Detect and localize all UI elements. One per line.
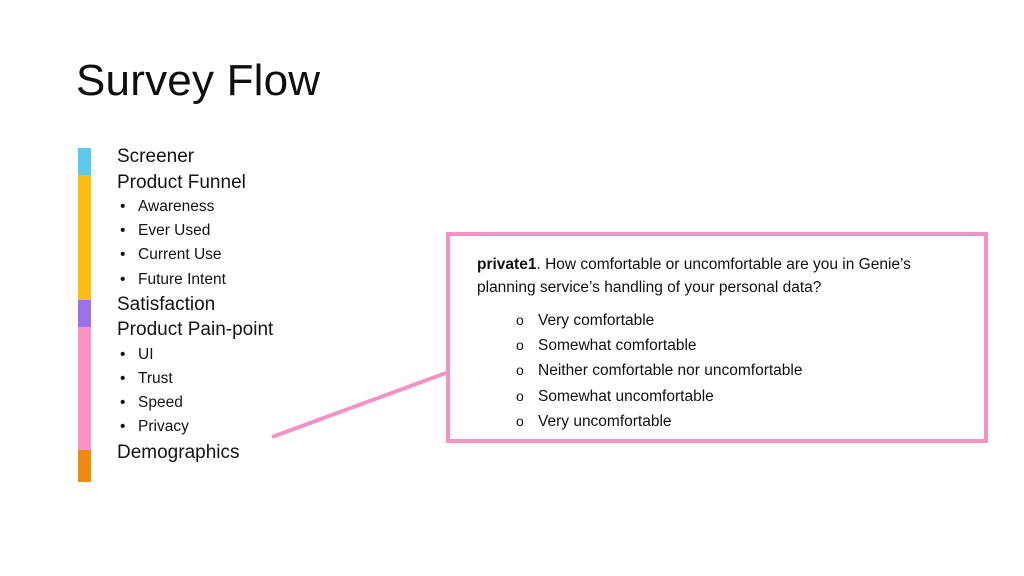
answer-option-label: Very comfortable xyxy=(538,312,655,329)
answer-option[interactable]: o Neither comfortable nor uncomfortable xyxy=(516,358,966,383)
bullet-dot-icon: • xyxy=(120,270,126,288)
radio-circle-icon: o xyxy=(516,312,524,328)
page-title: Survey Flow xyxy=(76,56,321,105)
answer-option-label: Somewhat uncomfortable xyxy=(538,387,714,405)
question-id: private1 xyxy=(477,256,537,273)
bullet-dot-icon: • xyxy=(120,246,126,264)
radio-circle-icon: o xyxy=(516,387,524,404)
flow-bullet-privacy[interactable]: • Privacy xyxy=(117,415,407,439)
flow-section-label: Product Pain-point xyxy=(117,319,274,341)
flow-section-demographics[interactable]: Demographics xyxy=(117,440,407,466)
bullet-dot-icon: • xyxy=(120,198,126,215)
flow-bullet-label: Trust xyxy=(138,370,173,388)
rail-segment-product-pain-point xyxy=(78,327,91,450)
flow-bullet-label: Current Use xyxy=(138,246,222,264)
flow-bullet-trust[interactable]: • Trust xyxy=(117,367,407,391)
answer-option-label: Neither comfortable nor uncomfortable xyxy=(538,362,803,380)
bullet-dot-icon: • xyxy=(120,222,126,240)
flow-section-label: Screener xyxy=(117,146,195,167)
flow-bullet-ever-used[interactable]: • Ever Used xyxy=(117,219,407,243)
flow-bullet-label: UI xyxy=(138,345,154,363)
answer-option[interactable]: o Very comfortable xyxy=(516,308,966,333)
answer-option[interactable]: o Somewhat comfortable xyxy=(516,333,966,358)
flow-section-label: Satisfaction xyxy=(117,293,216,315)
radio-circle-icon: o xyxy=(516,412,524,429)
flow-bullet-label: Speed xyxy=(138,394,183,412)
bullet-dot-icon: • xyxy=(120,345,126,363)
bullet-dot-icon: • xyxy=(120,418,126,436)
flow-bullet-label: Awareness xyxy=(138,198,215,215)
question-callout-box: private1. How comfortable or uncomfortab… xyxy=(446,232,988,443)
flow-section-satisfaction[interactable]: Satisfaction xyxy=(117,292,407,318)
question-body: . How comfortable or uncomfortable are y… xyxy=(477,256,911,296)
flow-bullet-label: Ever Used xyxy=(138,222,211,240)
rail-segment-product-funnel xyxy=(78,175,91,300)
bullet-dot-icon: • xyxy=(120,370,126,388)
question-text: private1. How comfortable or uncomfortab… xyxy=(477,254,957,299)
flow-bullet-label: Privacy xyxy=(138,418,189,436)
rail-segment-satisfaction xyxy=(78,300,91,327)
rail-segment-screener xyxy=(78,148,91,175)
answer-option[interactable]: o Very uncomfortable xyxy=(516,409,966,434)
flow-bullet-label: Future Intent xyxy=(138,270,226,288)
flow-section-label: Product Funnel xyxy=(117,171,246,193)
flow-bullet-speed[interactable]: • Speed xyxy=(117,391,407,415)
flow-section-label: Demographics xyxy=(117,441,240,463)
rail-segment-demographics xyxy=(78,450,91,482)
bullet-dot-icon: • xyxy=(120,394,126,412)
flow-bullet-ui[interactable]: • UI xyxy=(117,343,407,367)
answer-option-label: Somewhat comfortable xyxy=(538,337,697,355)
flow-bullet-awareness[interactable]: • Awareness xyxy=(117,195,407,219)
flow-section-screener[interactable]: Screener xyxy=(117,144,407,170)
answer-option[interactable]: o Somewhat uncomfortable xyxy=(516,384,966,409)
section-color-rail xyxy=(78,148,91,482)
answer-option-label: Very uncomfortable xyxy=(538,412,672,430)
flow-bullet-future-intent[interactable]: • Future Intent xyxy=(117,268,407,292)
flow-bullet-current-use[interactable]: • Current Use xyxy=(117,243,407,267)
flow-section-product-funnel[interactable]: Product Funnel xyxy=(117,170,407,196)
radio-circle-icon: o xyxy=(516,337,524,354)
radio-circle-icon: o xyxy=(516,362,524,379)
flow-section-product-pain-point[interactable]: Product Pain-point xyxy=(117,317,407,343)
